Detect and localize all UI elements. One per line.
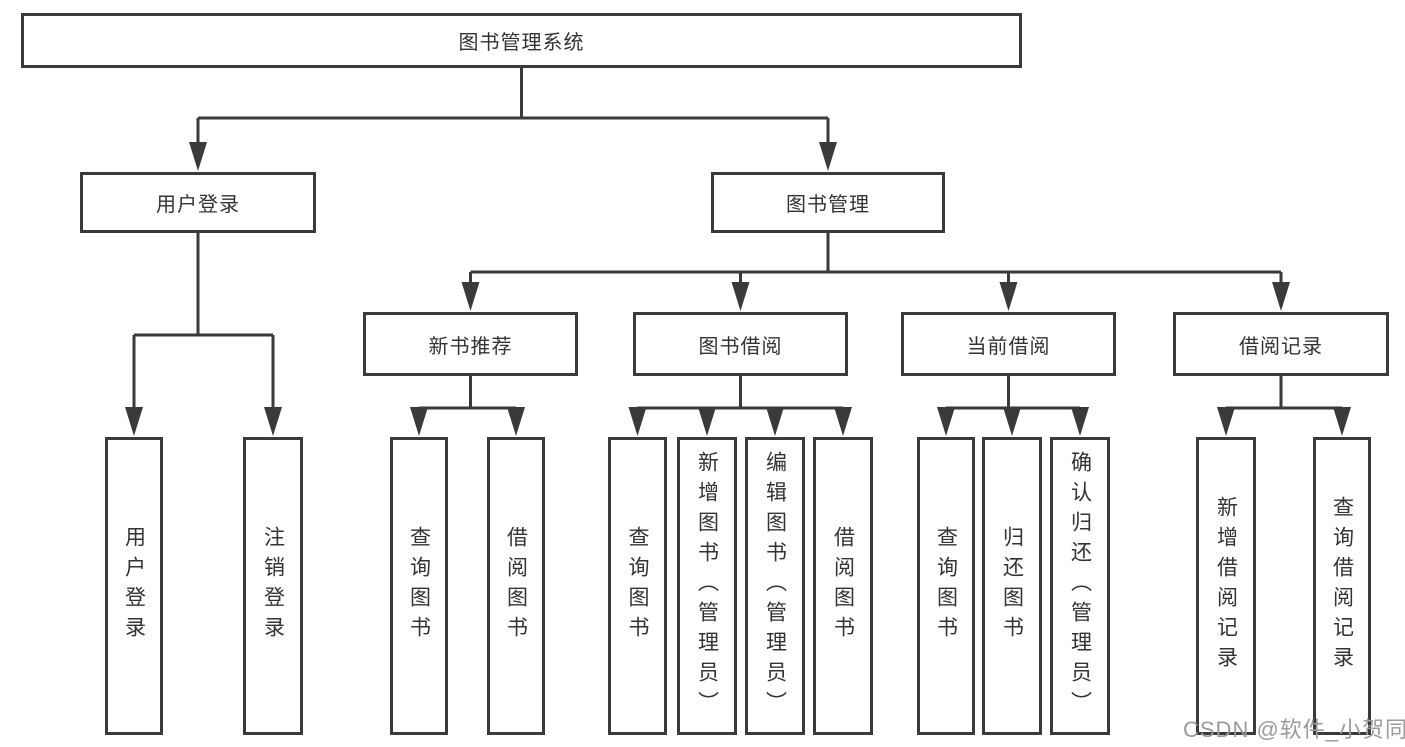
node-leaf-add-borrow-record: 新增借阅记录	[1196, 437, 1256, 735]
connector-new-book-recommend-to-leaves	[410, 376, 525, 436]
connector-borrow-records-to-leaves	[1217, 376, 1351, 436]
node-library-management-system: 图书管理系统	[21, 13, 1022, 68]
node-leaf-borrow-books: 借阅图书	[813, 437, 873, 735]
node-leaf-return-books: 归还图书	[982, 437, 1042, 735]
node-leaf-query-books: 查询图书	[390, 437, 448, 735]
connector-current-borrow-to-leaves	[937, 376, 1089, 436]
node-leaf-confirm-return-admin: 确认归还（管理员）	[1050, 437, 1110, 735]
node-leaf-add-books-admin: 新增图书（管理员）	[677, 437, 737, 735]
node-leaf-logout: 注销登录	[243, 437, 303, 735]
node-leaf-query-borrow-record: 查询借阅记录	[1313, 437, 1371, 735]
connector-root-to-level2	[189, 68, 837, 171]
node-leaf-borrow-books: 借阅图书	[487, 437, 545, 735]
node-book-management: 图书管理	[711, 172, 945, 233]
node-new-book-recommend: 新书推荐	[363, 312, 578, 376]
node-book-borrow: 图书借阅	[633, 312, 848, 376]
connector-book-management-to-level3	[461, 233, 1290, 311]
node-leaf-query-books: 查询图书	[608, 437, 667, 735]
node-leaf-user-login: 用户登录	[105, 437, 163, 735]
node-current-borrow: 当前借阅	[901, 312, 1116, 376]
connector-user-login-to-leaves	[125, 233, 282, 436]
node-borrow-records: 借阅记录	[1173, 312, 1389, 376]
node-leaf-query-books: 查询图书	[917, 437, 975, 735]
node-user-login: 用户登录	[80, 172, 316, 233]
csdn-watermark-text: CSDN @软件_小贺同学	[1183, 717, 1405, 742]
node-leaf-edit-books-admin: 编辑图书（管理员）	[745, 437, 805, 735]
connector-book-borrow-to-leaves	[628, 376, 852, 436]
